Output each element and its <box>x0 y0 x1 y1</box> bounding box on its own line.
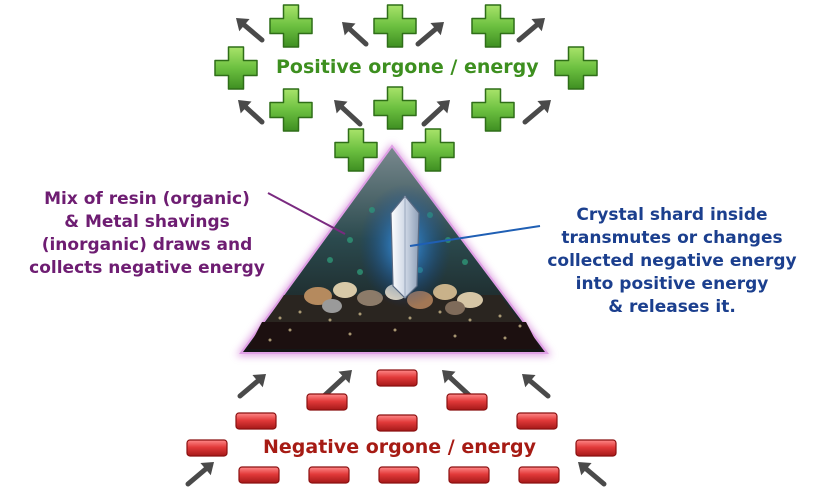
left-note-line: Mix of resin (organic) <box>44 189 250 209</box>
plus-icon <box>269 88 313 132</box>
left-note-line: collects negative energy <box>29 258 265 278</box>
arrow-icon <box>578 462 607 487</box>
right-pointer-line <box>409 225 541 247</box>
positive-energy-label: Positive orgone / energy <box>276 56 539 78</box>
plus-icon <box>373 86 417 130</box>
right-note-line: transmutes or changes <box>561 228 783 248</box>
right-note-line: collected negative energy <box>547 251 797 271</box>
arrow-icon <box>522 374 551 399</box>
arrow-icon <box>442 370 473 399</box>
base-layer <box>248 322 540 349</box>
left-note-line: (inorganic) draws and <box>41 235 253 255</box>
arrow-icon <box>321 370 352 399</box>
minus-icon <box>306 393 348 411</box>
minus-icon <box>376 414 418 432</box>
positive-plus-signs <box>214 4 598 172</box>
right-note-line: Crystal shard inside <box>576 205 768 225</box>
crystal-shard-note: Crystal shard inside transmutes or chang… <box>522 204 822 319</box>
plus-icon <box>373 4 417 48</box>
minus-icon <box>238 466 280 484</box>
negative-minus-signs <box>186 369 617 484</box>
right-note-line: into positive energy <box>575 274 769 294</box>
minus-icon <box>516 412 558 430</box>
arrow-icon <box>342 22 369 47</box>
minus-icon <box>378 466 420 484</box>
minus-icon <box>376 369 418 387</box>
arrow-icon <box>185 462 214 487</box>
arrow-icon <box>238 100 265 125</box>
arrow-icon <box>421 100 450 127</box>
plus-icon <box>269 4 313 48</box>
plus-icon <box>411 128 455 172</box>
right-note-line: & releases it. <box>608 297 736 317</box>
minus-icon <box>235 412 277 430</box>
left-pointer-line <box>267 192 346 235</box>
minus-icon <box>575 439 617 457</box>
minus-icon <box>448 466 490 484</box>
plus-icon <box>471 4 515 48</box>
plus-icon <box>471 88 515 132</box>
minus-icon <box>446 393 488 411</box>
arrow-icon <box>415 22 444 47</box>
resin-metal-note: Mix of resin (organic) & Metal shavings … <box>14 188 280 280</box>
minus-icon <box>186 439 228 457</box>
minus-icon <box>308 466 350 484</box>
arrow-icon <box>236 18 265 43</box>
flow-arrows <box>185 18 607 487</box>
arrow-icon <box>237 374 266 399</box>
left-note-line: & Metal shavings <box>64 212 230 232</box>
crystal-icon <box>390 195 420 299</box>
orgone-pyramid <box>236 143 552 356</box>
plus-icon <box>214 46 258 90</box>
plus-icon <box>334 128 378 172</box>
plus-icon <box>554 46 598 90</box>
arrow-icon <box>516 18 545 43</box>
arrow-icon <box>522 100 551 125</box>
shaving-speckles <box>268 310 522 342</box>
minus-icon <box>518 466 560 484</box>
arrow-icon <box>334 100 363 127</box>
negative-energy-label: Negative orgone / energy <box>263 436 537 458</box>
